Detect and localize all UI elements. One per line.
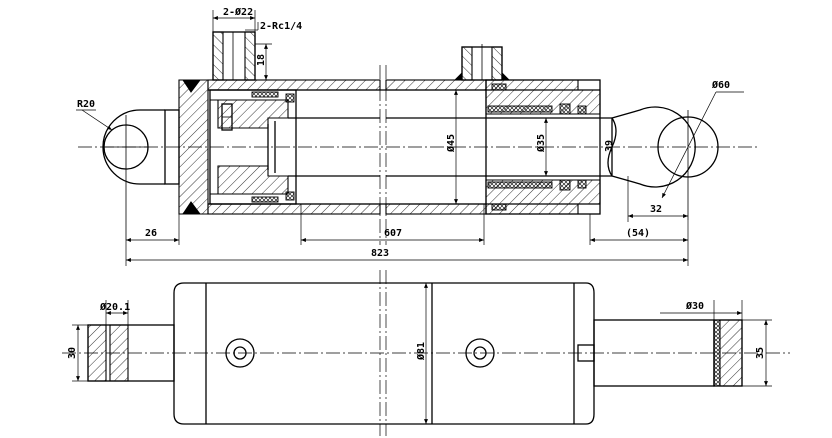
dim-barrel-dia: Ø81 bbox=[415, 283, 428, 424]
label-eye-hole: Ø30 bbox=[685, 300, 704, 312]
label-left-len: 26 bbox=[145, 228, 157, 239]
dim-lengths: 26 607 (54) bbox=[126, 204, 688, 245]
label-clevis-width: 30 bbox=[67, 347, 78, 359]
dim-eye-width: 35 bbox=[742, 319, 772, 387]
clevis-plate-left bbox=[87, 324, 175, 382]
label-extension: (54) bbox=[626, 228, 650, 239]
label-rod-dia: Ø35 bbox=[535, 134, 547, 153]
label-overall: 823 bbox=[371, 248, 389, 259]
port-left bbox=[212, 31, 256, 81]
label-ports: 2-Ø22 bbox=[223, 6, 253, 18]
label-r20: R20 bbox=[77, 99, 95, 110]
label-port-height: 18 bbox=[256, 54, 267, 66]
label-eye-dia: Ø60 bbox=[711, 79, 730, 91]
label-piston-dia: Ø45 bbox=[445, 134, 457, 153]
dim-r20: R20 bbox=[76, 99, 113, 131]
label-rod-section: 39 bbox=[604, 140, 615, 152]
dim-overall: 823 bbox=[125, 220, 689, 266]
port-right bbox=[453, 44, 511, 81]
piston-section bbox=[209, 89, 297, 205]
rod-plan bbox=[577, 319, 743, 387]
dim-ports: 2-Ø22 2-Rc1/4 18 bbox=[212, 6, 302, 81]
barrel-plan bbox=[173, 282, 595, 425]
dim-pin-hole: Ø20.1 bbox=[99, 300, 130, 325]
label-barrel-dia: Ø81 bbox=[415, 342, 427, 361]
rod-eye-right bbox=[607, 106, 719, 220]
section-view: 2-Ø22 2-Rc1/4 18 R20 Ø60 Ø45 Ø35 bbox=[76, 6, 760, 266]
dim-eye-dia: Ø60 bbox=[661, 79, 744, 199]
piston-rod bbox=[267, 117, 612, 177]
gland-right bbox=[485, 79, 601, 215]
label-thread: 2-Rc1/4 bbox=[260, 21, 302, 32]
label-stroke: 607 bbox=[384, 228, 402, 239]
end-cap-left bbox=[178, 79, 209, 215]
label-pin-hole: Ø20.1 bbox=[99, 301, 130, 313]
label-eye-offset: 32 bbox=[650, 204, 662, 215]
dim-eye-offset: 32 bbox=[627, 176, 688, 222]
clevis-eye-left bbox=[102, 109, 180, 240]
dim-inner: Ø45 Ø35 39 bbox=[445, 90, 615, 204]
plan-view: Ø20.1 30 Ø81 Ø30 35 bbox=[62, 270, 790, 436]
dim-eye-hole: Ø30 bbox=[660, 300, 743, 320]
dim-clevis-width: 30 bbox=[67, 324, 88, 382]
label-eye-width: 35 bbox=[755, 347, 766, 359]
